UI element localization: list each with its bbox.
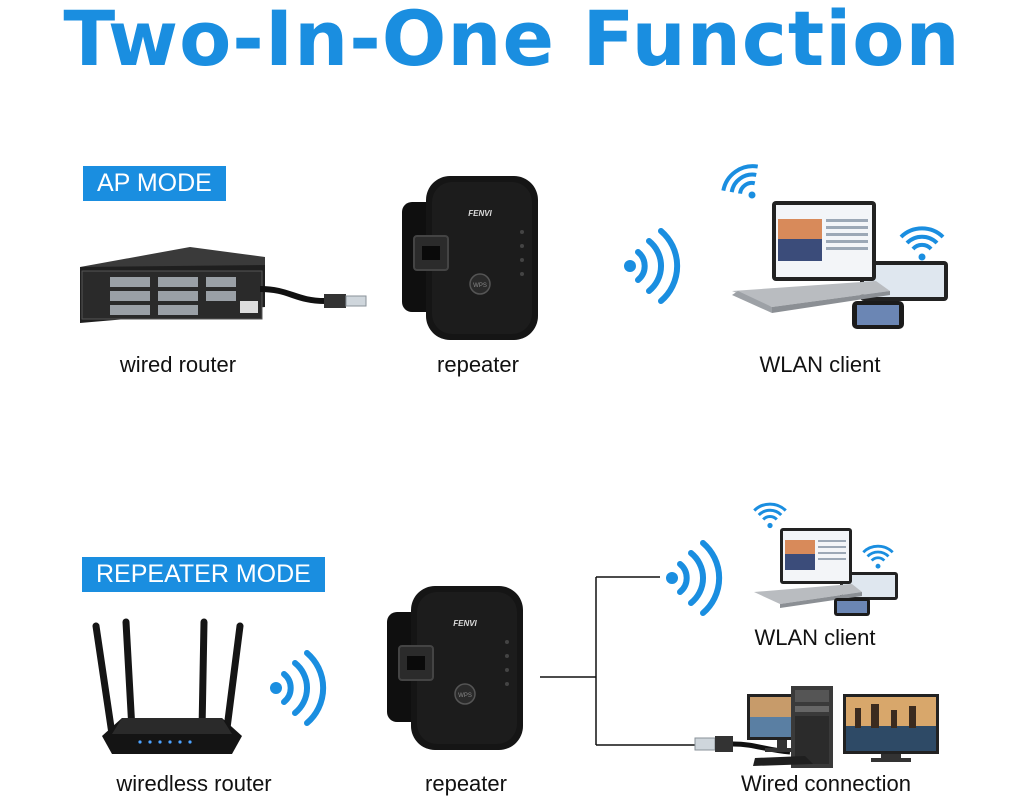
page-title: Two-In-One Function	[63, 0, 961, 83]
wifi-small-icon	[721, 164, 759, 199]
wifi-signal-icon	[270, 650, 327, 726]
svg-text:WPS: WPS	[473, 283, 487, 289]
ap-mode-badge: AP MODE	[83, 166, 226, 201]
wlan-client-label: WLAN client	[759, 352, 881, 377]
laptop-tablet-phone-icon	[721, 164, 948, 329]
wlan-client-label: WLAN client	[754, 625, 876, 650]
desktop-pc-monitors-icon	[694, 686, 939, 768]
repeater-mode-badge: REPEATER MODE	[82, 557, 325, 592]
laptop-tablet-phone-icon	[753, 502, 898, 616]
wireless-router-icon	[92, 618, 244, 754]
repeater-label: repeater	[425, 771, 507, 796]
wireless-router-label: wiredless router	[116, 771, 272, 796]
wired-router-icon	[80, 247, 367, 323]
wired-router-label: wired router	[119, 352, 237, 377]
repeater-brand-logo: FENVI	[468, 209, 492, 218]
svg-text:WPS: WPS	[458, 693, 472, 699]
repeater-brand-logo: FENVI	[453, 619, 477, 628]
repeater-device-icon: FENVI WPS	[387, 586, 523, 750]
repeater-label: repeater	[437, 352, 519, 377]
branch-connector-lines	[540, 576, 695, 746]
wifi-signal-icon	[666, 540, 723, 616]
repeater-device-icon: FENVI WPS	[402, 176, 538, 340]
wifi-signal-icon	[624, 228, 681, 304]
wired-connection-label: Wired connection	[741, 771, 911, 796]
